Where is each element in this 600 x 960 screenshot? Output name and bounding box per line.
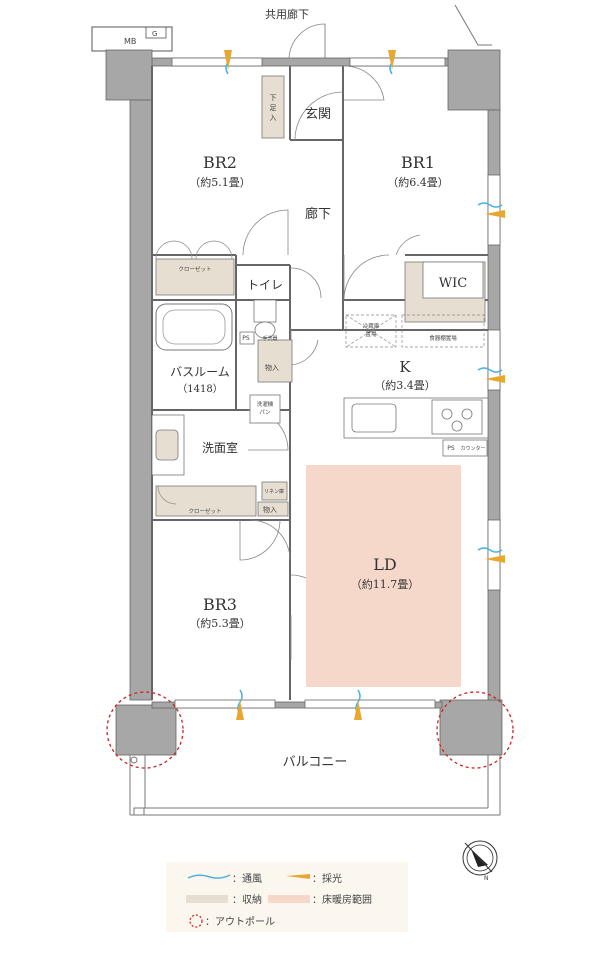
room-labels: BR2 （約5.1畳） BR1 （約6.4畳） BR3 （約5.3畳） K （約… [170,107,467,770]
br2-closet-label: クローゼット [178,265,211,273]
bath-name: バスルーム [170,365,230,379]
outpole-markers [106,691,514,769]
br3-name: BR3 [203,595,237,614]
corridor-rail [454,4,492,46]
toilet-sink-label: 手洗器 [262,335,277,342]
wind-icon [187,874,231,879]
br1-size: （約6.4畳） [387,175,449,189]
washroom-name: 洗面室 [202,440,238,455]
ps-label-2: PS [447,445,455,452]
k-name: K [399,358,411,376]
shoe-label-3: 入 [270,114,277,122]
storage-2 [257,501,289,517]
floor-heating-area [306,465,461,687]
fridge-label-1: 冷蔵庫 [363,322,380,330]
floor-heating-swatch [268,895,310,903]
shoe-label-1: 下 [270,94,277,102]
dish-label: 食器棚置場 [429,334,457,342]
counter-label: カウンター [460,445,485,452]
wic [422,261,484,299]
legend: ：通風 ：採光 ：収納 ：床暖房範囲 ：アウトポール [166,862,408,932]
shoe-closet [261,75,285,139]
legend-storage: ：収納 [232,893,262,906]
fixture-labels: 下 足 入 クローゼット クローゼット 物入 物入 リネン庫 洗濯機 パン PS… [178,94,485,515]
interior-walls [151,66,488,700]
entrance-name: 玄関 [305,107,331,122]
k-size: （約3.4畳） [374,378,436,392]
legend-floor-heating: ：床暖房範囲 [312,893,372,906]
washer-label-1: 洗濯機 [257,400,274,408]
ld-size: （約11.7畳） [351,577,420,591]
fridge-label-2: 置場 [365,330,377,338]
corridor-label: 共用廊下 [265,7,309,21]
br2-size: （約5.1畳） [189,175,251,189]
bath-size: （1418） [177,383,222,395]
mb-label: MB [124,37,136,46]
br3-closet [155,485,257,517]
storage-2-label: 物入 [263,505,277,514]
toilet-name: トイレ [247,278,283,292]
washroom-vanity [151,394,281,476]
washer-label-2: パン [259,409,271,416]
closet-doors [155,240,233,505]
ld-name: LD [373,555,396,574]
linen-label: リネン庫 [264,488,284,495]
ps-label-1: PS [242,335,250,342]
g-label: G [152,30,157,38]
kitchen-counter [343,397,489,457]
mb-box: MB G [91,26,173,52]
br1-name: BR1 [401,153,435,172]
storage-1 [257,339,293,383]
outpole-icon [189,914,203,928]
shoe-label-2: 足 [270,104,277,112]
wic-name: WIC [439,276,467,291]
linen-closet [261,481,288,501]
legend-light: ：採光 [312,872,342,885]
balcony-name: バルコニー [283,755,348,770]
br2-closet [155,258,235,296]
storage-1-label: 物入 [265,363,279,372]
storage-swatch [186,895,228,903]
br2-name: BR2 [203,153,237,172]
legend-outpole: ：アウトポール [205,916,275,928]
entrance-door-swing [288,23,326,61]
compass-icon: N [462,840,498,882]
windows [171,57,501,709]
br3-size: （約5.3畳） [189,616,251,630]
br3-closet-label: クローゼット [188,507,221,515]
fridge-area [345,314,485,348]
light-markers [224,50,505,720]
bathtub [155,303,233,351]
storage-areas [155,75,486,517]
svg-text:N: N [484,875,489,882]
legend-wind: ：通風 [232,873,262,885]
toilet [239,299,277,345]
hallway-name: 廊下 [305,206,331,222]
light-icon [286,874,310,879]
